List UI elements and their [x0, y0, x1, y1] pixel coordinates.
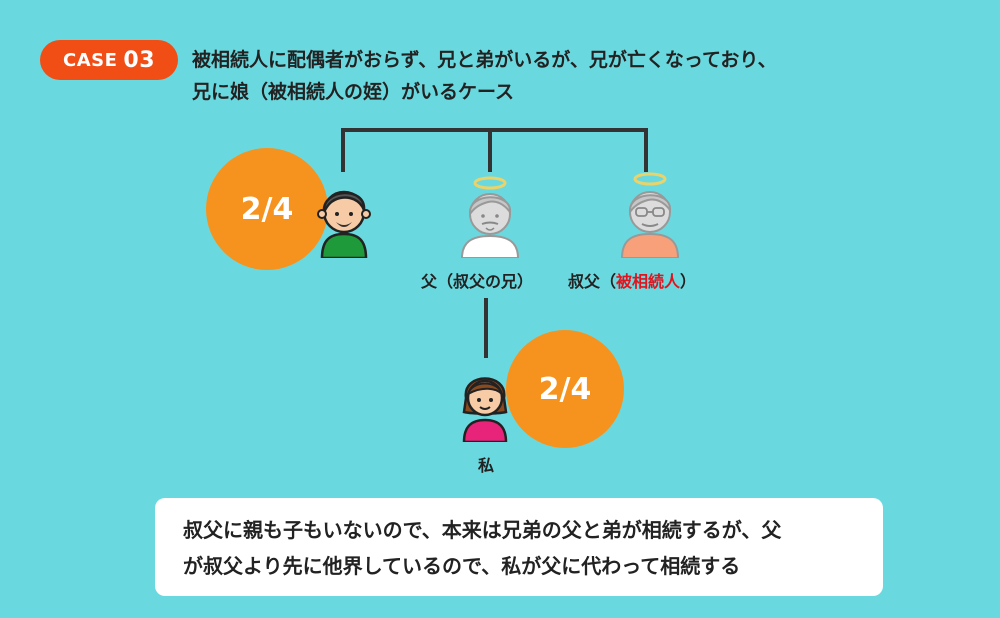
- decedent-label-prefix: 叔父（: [568, 272, 617, 291]
- explanation-note: 叔父に親も子もいないので、本来は兄弟の父と弟が相続するが、父 が叔父より先に他界…: [155, 498, 883, 596]
- case-badge-prefix: CASE: [62, 49, 118, 71]
- headline-line-1: 被相続人に配偶者がおらず、兄と弟がいるが、兄が亡くなっており、: [192, 49, 777, 71]
- note-line-1: 叔父に親も子もいないので、本来は兄弟の父と弟が相続するが、父: [183, 518, 782, 542]
- case-badge: CASE 03: [40, 40, 178, 80]
- person-elderly-man-icon: [317, 190, 371, 258]
- share-value-brother: 2/4: [240, 191, 294, 227]
- decedent-label-highlight: 被相続人: [616, 272, 681, 291]
- decedent-label: 叔父（被相続人）: [568, 268, 696, 292]
- me-label: 私: [478, 456, 495, 475]
- person-deceased-father-icon: [460, 176, 520, 258]
- person-deceased-uncle-icon: [620, 172, 680, 258]
- decedent-label-suffix: ）: [680, 272, 697, 291]
- headline-line-2: 兄に娘（被相続人の姪）がいるケース: [192, 81, 515, 103]
- share-circle-me: 2/4: [506, 330, 624, 448]
- father-label: 父（叔父の兄）: [421, 272, 534, 291]
- share-circle-brother: 2/4: [206, 148, 328, 270]
- case-headline: 被相続人に配偶者がおらず、兄と弟がいるが、兄が亡くなっており、 兄に娘（被相続人…: [192, 44, 912, 108]
- case-badge-number: 03: [123, 47, 156, 73]
- note-line-2: が叔父より先に他界しているので、私が父に代わって相続する: [183, 554, 741, 578]
- sibling-connector: [341, 128, 648, 172]
- halo-icon: [473, 176, 507, 190]
- share-value-me: 2/4: [538, 371, 592, 407]
- person-woman-icon: [462, 377, 508, 442]
